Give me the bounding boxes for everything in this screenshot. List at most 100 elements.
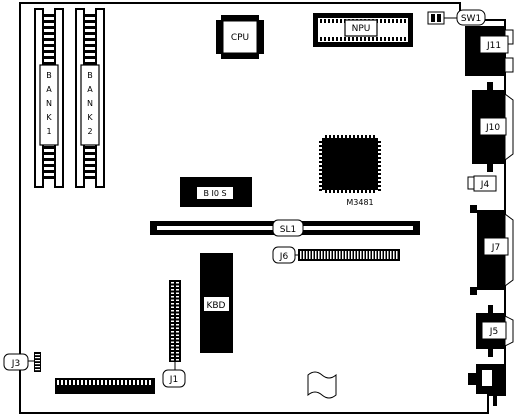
chipset-pin xyxy=(319,185,322,187)
j6-pin xyxy=(306,251,308,259)
memory-pin xyxy=(50,152,56,155)
sw1-switch: SW1 xyxy=(427,9,486,26)
npu-pin xyxy=(380,37,382,41)
bank1-letter-4: 1 xyxy=(46,127,51,136)
j1-pin xyxy=(171,352,174,354)
switch-pin xyxy=(65,380,67,385)
j6-pin xyxy=(384,251,386,259)
j6-pin xyxy=(324,251,326,259)
chipset-pin xyxy=(349,190,351,193)
j1-pin xyxy=(171,313,174,315)
j6-pin xyxy=(327,251,329,259)
j1-pin xyxy=(176,317,179,319)
j1-pin xyxy=(176,306,179,308)
j1-pin xyxy=(171,359,174,361)
switch-pin xyxy=(97,380,99,385)
slot-sl1: SL1 xyxy=(150,219,420,237)
switch-pin xyxy=(121,380,123,385)
header-j6: J6 xyxy=(272,246,400,264)
bottom-switch-row xyxy=(55,378,155,394)
switch-pin xyxy=(109,380,111,385)
chipset-pin xyxy=(319,149,322,151)
j6-pin xyxy=(360,251,362,259)
j1-pin xyxy=(176,352,179,354)
npu-pin xyxy=(404,37,406,41)
j6-pin xyxy=(339,251,341,259)
chipset-pin xyxy=(337,135,339,138)
j1-pin xyxy=(176,296,179,298)
j6-label: J6 xyxy=(279,252,289,262)
memory-pin xyxy=(44,56,50,59)
npu-pin xyxy=(384,19,386,23)
memory-pin xyxy=(44,158,50,161)
j1-pin xyxy=(176,320,179,322)
memory-pin xyxy=(85,50,91,53)
npu-label: NPU xyxy=(352,24,371,34)
npu-pin xyxy=(320,19,322,23)
npu-pin xyxy=(328,37,330,41)
chipset-pin xyxy=(319,169,322,171)
connector-j7: J7 xyxy=(470,205,514,295)
memory-pin xyxy=(50,56,56,59)
memory-pin xyxy=(44,14,50,17)
switch-pin xyxy=(105,380,107,385)
chipset-pin xyxy=(378,149,381,151)
j1-pin xyxy=(171,338,174,340)
npu-pin xyxy=(360,37,362,41)
memory-pin xyxy=(91,146,97,149)
j6-pin xyxy=(303,251,305,259)
npu-pin xyxy=(340,19,342,23)
npu-pin xyxy=(336,37,338,41)
chipset-pin xyxy=(378,153,381,155)
chipset-pin xyxy=(373,190,375,193)
connector-j10: J10 xyxy=(472,82,514,172)
chipset-pin xyxy=(378,157,381,159)
switch-pin xyxy=(93,380,95,385)
npu-pin xyxy=(392,19,394,23)
chipset-pin xyxy=(319,157,322,159)
chipset-label: M3481 xyxy=(346,198,373,207)
chipset-pin xyxy=(349,135,351,138)
memory-pin xyxy=(91,56,97,59)
j1-pin xyxy=(176,348,179,350)
memory-pin xyxy=(44,170,50,173)
chipset-pin xyxy=(319,145,322,147)
battery xyxy=(307,371,337,399)
bank2-letter-0: B xyxy=(87,71,93,80)
chipset-pin xyxy=(345,190,347,193)
chipset-pin xyxy=(365,135,367,138)
npu-pin xyxy=(332,37,334,41)
memory-pin xyxy=(85,152,91,155)
npu-pin xyxy=(372,37,374,41)
j6-pin xyxy=(354,251,356,259)
connector-j4: J4 xyxy=(467,175,497,192)
npu-pin xyxy=(384,37,386,41)
j1-pin xyxy=(176,292,179,294)
bank2-label-box xyxy=(80,64,100,146)
j1-pin xyxy=(171,299,174,301)
memory-pin xyxy=(91,176,97,179)
npu-pin xyxy=(392,37,394,41)
j6-pin xyxy=(312,251,314,259)
bank2-letter-3: K xyxy=(87,113,93,122)
chipset-pin xyxy=(319,161,322,163)
memory-pin xyxy=(85,32,91,35)
npu-socket: NPU xyxy=(313,13,413,47)
memory-bank-1: B A N K 1 xyxy=(34,8,64,188)
switch-pin xyxy=(113,380,115,385)
j7-label: J7 xyxy=(491,243,500,253)
memory-pin xyxy=(50,26,56,29)
memory-pin xyxy=(85,62,91,65)
chipset-pin xyxy=(319,165,322,167)
memory-pin xyxy=(91,20,97,23)
switch-pin xyxy=(149,380,151,385)
npu-pin xyxy=(324,37,326,41)
switch-pin xyxy=(69,380,71,385)
npu-pin xyxy=(336,19,338,23)
switch-pin xyxy=(57,380,59,385)
memory-pin xyxy=(44,20,50,23)
switch-pin xyxy=(133,380,135,385)
header-j3: J3 xyxy=(3,352,41,372)
memory-pin xyxy=(44,32,50,35)
